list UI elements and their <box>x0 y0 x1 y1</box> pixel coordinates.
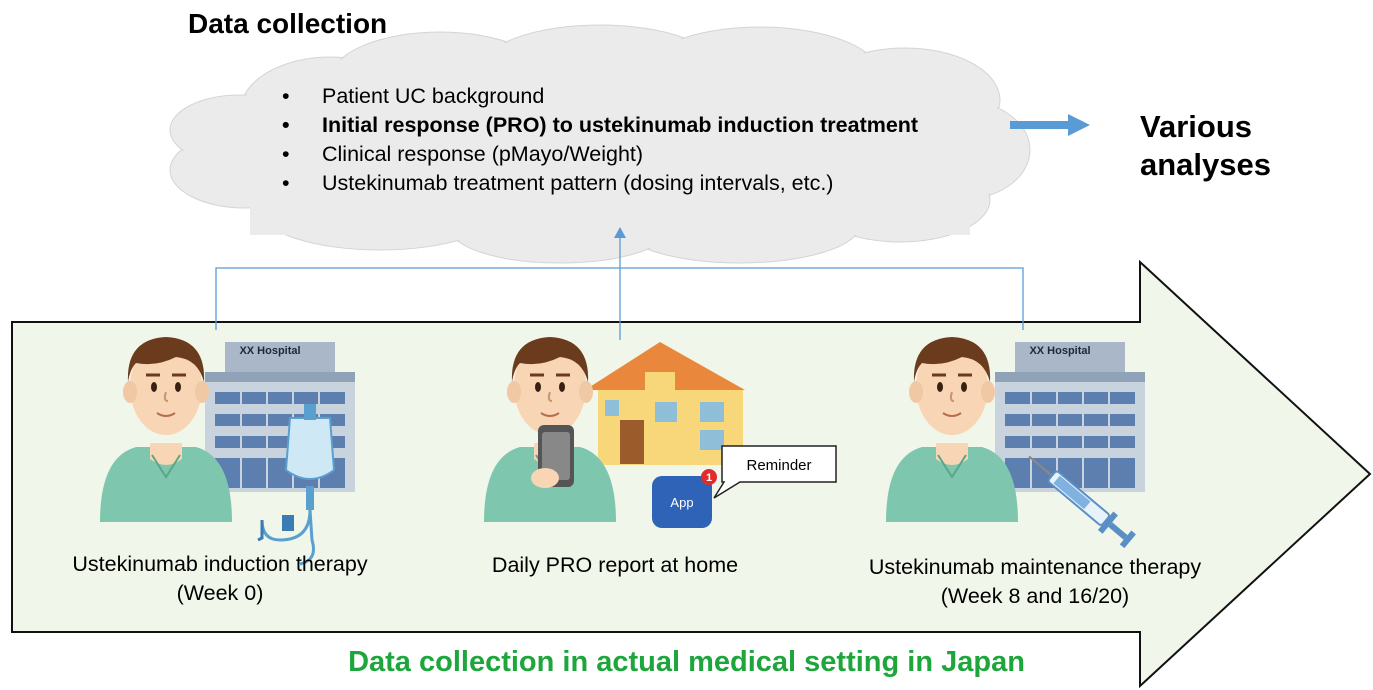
reminder-label: Reminder <box>746 457 811 474</box>
analyses-line2: analyses <box>1140 147 1271 182</box>
data-collection-list: Patient UC background Initial response (… <box>282 82 918 198</box>
iv-drip-icon <box>257 404 336 566</box>
scene-caption-induction: Ustekinumab induction therapy (Week 0) <box>40 550 400 608</box>
hospital-sign: XX Hospital <box>1029 345 1090 357</box>
app-label: App <box>670 495 693 510</box>
list-item: Ustekinumab treatment pattern (dosing in… <box>282 169 918 198</box>
app-icon: App 1 <box>652 469 717 528</box>
hospital-icon: XX Hospital <box>204 341 356 493</box>
list-item: Patient UC background <box>282 82 918 111</box>
scene-caption-maintenance: Ustekinumab maintenance therapy (Week 8 … <box>835 553 1235 611</box>
analyses-label: Various analyses <box>1140 108 1271 184</box>
house-icon <box>585 342 745 465</box>
footer-caption: Data collection in actual medical settin… <box>348 646 1025 678</box>
caption-line1: Daily PRO report at home <box>491 553 739 577</box>
list-item: Initial response (PRO) to ustekinumab in… <box>282 111 918 140</box>
connector-arrowhead <box>614 227 626 238</box>
reminder-bubble: Reminder <box>713 445 837 499</box>
notification-badge: 1 <box>706 472 712 484</box>
right-arrow-icon <box>1010 114 1090 136</box>
caption-line2: (Week 8 and 16/20) <box>940 584 1130 608</box>
scene-caption-daily-pro: Daily PRO report at home <box>455 551 775 580</box>
syringe-icon <box>1028 455 1136 549</box>
caption-line2: (Week 0) <box>176 581 264 605</box>
analyses-line1: Various <box>1140 109 1252 144</box>
list-item: Clinical response (pMayo/Weight) <box>282 140 918 169</box>
caption-line1: Ustekinumab maintenance therapy <box>868 555 1202 579</box>
hospital-sign: XX Hospital <box>239 345 300 357</box>
caption-line1: Ustekinumab induction therapy <box>72 552 368 576</box>
connector-lines <box>215 236 1024 340</box>
hospital-icon: XX Hospital <box>994 341 1146 493</box>
smartphone-icon <box>531 425 574 488</box>
page-title: Data collection <box>188 8 388 39</box>
